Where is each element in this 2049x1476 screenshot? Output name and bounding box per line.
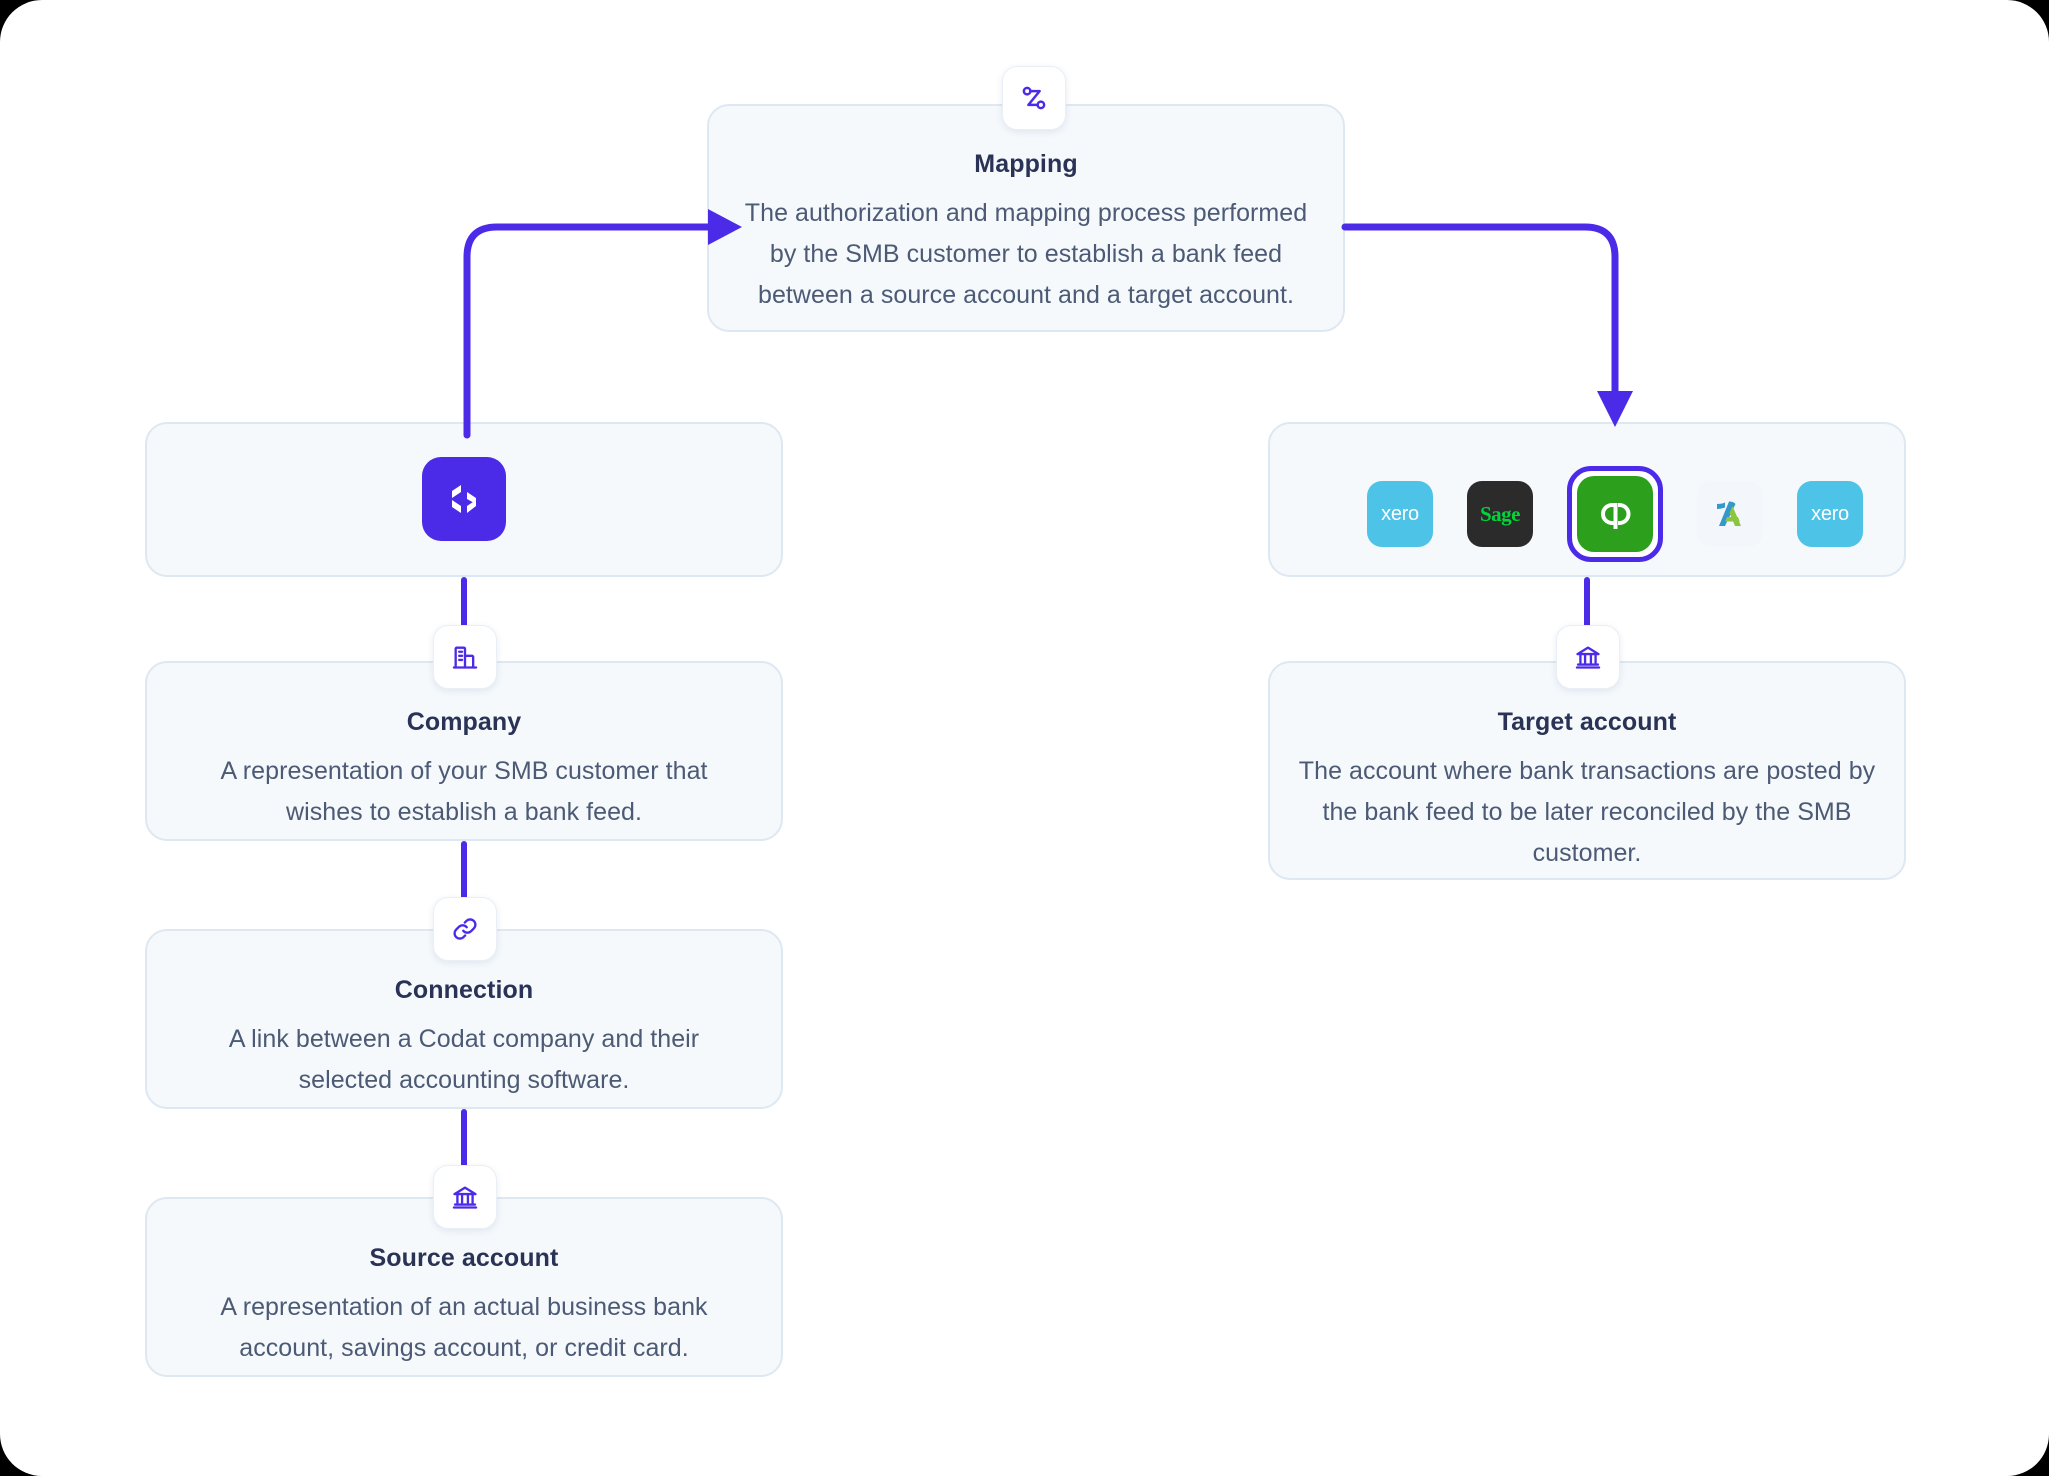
sage-wordmark: Sage xyxy=(1480,501,1521,526)
bank-icon xyxy=(451,1183,479,1211)
link-icon xyxy=(451,915,479,943)
mapping-card-title: Mapping xyxy=(974,150,1078,178)
logo-xero-secondary[interactable]: xero xyxy=(1797,481,1863,547)
freeagent-icon xyxy=(1717,501,1741,526)
accounting-software-logo-row: xero Sage xero xyxy=(1367,466,1863,562)
connector-connection-to-source-account xyxy=(461,1109,467,1193)
mapping-card: Mapping The authorization and mapping pr… xyxy=(707,104,1345,332)
xero-wordmark: xero xyxy=(1381,502,1419,525)
bank-icon xyxy=(1574,643,1602,671)
connection-card-title: Connection xyxy=(394,976,534,1004)
connector-mapping-to-software xyxy=(1341,223,1633,427)
company-card: Company A representation of your SMB cus… xyxy=(145,661,783,841)
target-account-card-title: Target account xyxy=(1497,708,1677,736)
source-account-card-description: A representation of an actual business b… xyxy=(220,1293,708,1362)
mapping-card-description: The authorization and mapping process pe… xyxy=(744,199,1308,309)
logo-quickbooks xyxy=(1577,476,1653,552)
source-account-icon-badge xyxy=(433,1165,497,1229)
xero-wordmark-secondary: xero xyxy=(1811,502,1849,525)
company-card-description: A representation of your SMB customer th… xyxy=(220,757,708,826)
route-icon xyxy=(1019,83,1049,113)
codat-brackets-icon xyxy=(452,485,476,513)
company-icon-badge xyxy=(433,625,497,689)
mapping-icon-badge xyxy=(1002,66,1066,130)
connector-codat-to-company xyxy=(461,577,467,661)
logo-xero[interactable]: xero xyxy=(1367,481,1433,547)
source-account-card-title: Source account xyxy=(369,1244,559,1272)
connector-codat-to-mapping xyxy=(463,209,742,439)
target-account-card-description: The account where bank transactions are … xyxy=(1298,757,1876,867)
connector-company-to-connection xyxy=(461,841,467,925)
logo-quickbooks-selected[interactable] xyxy=(1567,466,1663,562)
logo-freeagent[interactable] xyxy=(1697,481,1763,547)
logo-sage[interactable]: Sage xyxy=(1467,481,1533,547)
connector-software-to-target-account xyxy=(1584,577,1590,661)
connection-icon-badge xyxy=(433,897,497,961)
codat-logo xyxy=(422,457,506,541)
target-account-icon-badge xyxy=(1556,625,1620,689)
target-account-card: Target account The account where bank tr… xyxy=(1268,661,1906,880)
connection-card-description: A link between a Codat company and their… xyxy=(228,1025,700,1094)
company-card-title: Company xyxy=(406,708,522,736)
connection-card: Connection A link between a Codat compan… xyxy=(145,929,783,1109)
quickbooks-qb-icon xyxy=(1601,503,1631,529)
building-icon xyxy=(451,643,479,671)
